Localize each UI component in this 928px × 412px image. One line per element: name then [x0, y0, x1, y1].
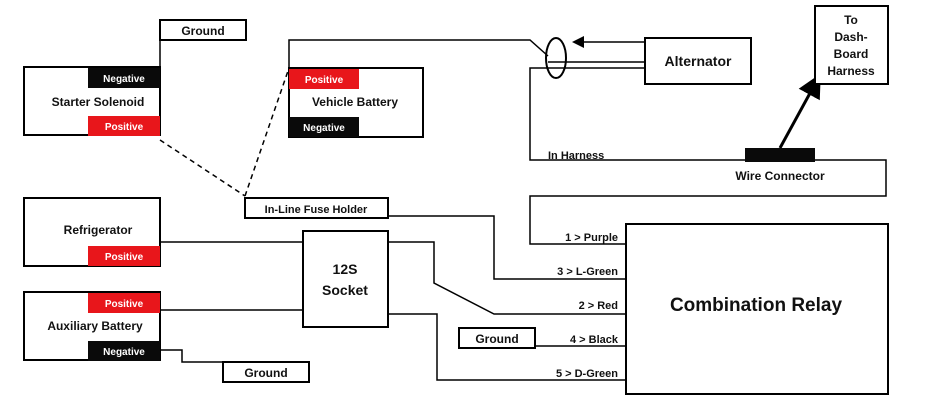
wire-connector [745, 148, 815, 162]
fuse-holder-label: In-Line Fuse Holder [265, 204, 368, 216]
aux-ground-wire [160, 349, 223, 363]
aux-negative-terminal [88, 341, 160, 361]
refrigerator-positive-label: Positive [105, 252, 144, 263]
starter-positive-terminal [88, 116, 160, 136]
relay-ground-label: Ground [475, 332, 518, 346]
lgreen-wire [388, 215, 626, 280]
red-wire [388, 241, 626, 315]
combination-relay: Combination Relay [625, 223, 889, 395]
socket-line-1: 12S [333, 261, 358, 277]
wire-label-purple: 1 > Purple [565, 232, 618, 244]
aux-ground: Ground [222, 361, 310, 383]
dashboard-line-1: To [844, 13, 858, 27]
starter-positive-label: Positive [105, 122, 144, 133]
starter-negative-terminal [88, 68, 160, 88]
dashboard-line-3: Board [834, 47, 869, 61]
dashboard-harness: To Dash- Board Harness [814, 5, 889, 85]
fuse-holder: In-Line Fuse Holder [244, 197, 389, 219]
socket-12s: 12S Socket [302, 230, 389, 328]
current-sensor-ring [545, 37, 567, 79]
wire-label-black: 4 > Black [570, 334, 619, 346]
refrigerator-label: Refrigerator [64, 223, 133, 237]
starter-negative-label: Negative [103, 74, 145, 85]
refrigerator: Refrigerator Positive [23, 197, 161, 267]
aux-positive-terminal [88, 293, 160, 313]
fuse-to-battery-dashed-wire [244, 67, 290, 197]
relay-ground: Ground [458, 327, 536, 349]
dgreen-wire [388, 313, 626, 381]
combination-relay-label: Combination Relay [670, 295, 843, 316]
battery-negative-label: Negative [303, 123, 345, 134]
alternator-label: Alternator [665, 53, 732, 69]
battery-positive-terminal [289, 69, 359, 89]
in-harness-label: In Harness [548, 150, 604, 162]
battery-to-alternator-wire [288, 39, 549, 68]
starter-solenoid-label: Starter Solenoid [52, 95, 145, 109]
aux-ground-label: Ground [244, 366, 287, 380]
auxiliary-battery-label: Auxiliary Battery [47, 319, 143, 333]
vehicle-battery: Vehicle Battery Positive Negative [288, 67, 424, 138]
starter-solenoid: Starter Solenoid Negative Positive [23, 66, 161, 136]
vehicle-battery-label: Vehicle Battery [312, 95, 398, 109]
wires [159, 20, 887, 381]
refrigerator-positive-terminal [88, 246, 160, 266]
in-harness-wire [529, 67, 745, 161]
wire-connector-label: Wire Connector [735, 169, 825, 183]
dashboard-line-2: Dash- [834, 30, 867, 44]
battery-negative-terminal [289, 117, 359, 137]
aux-negative-label: Negative [103, 347, 145, 358]
alternator: Alternator [545, 37, 752, 85]
aux-positive-label: Positive [105, 299, 144, 310]
wire-label-lgreen: 3 > L-Green [557, 266, 618, 278]
starter-ground-label: Ground [181, 24, 224, 38]
fuse-to-solenoid-dashed-wire [159, 139, 246, 197]
wire-label-dgreen: 5 > D-Green [556, 368, 618, 380]
battery-positive-label: Positive [305, 75, 344, 86]
purple-wire [529, 159, 887, 245]
auxiliary-battery: Auxiliary Battery Positive Negative [23, 291, 161, 361]
wire-label-red: 2 > Red [579, 300, 618, 312]
socket-line-2: Socket [322, 282, 368, 298]
starter-ground: Ground [159, 19, 247, 41]
dashboard-line-4: Harness [827, 64, 875, 78]
connector-arrow [778, 73, 821, 149]
